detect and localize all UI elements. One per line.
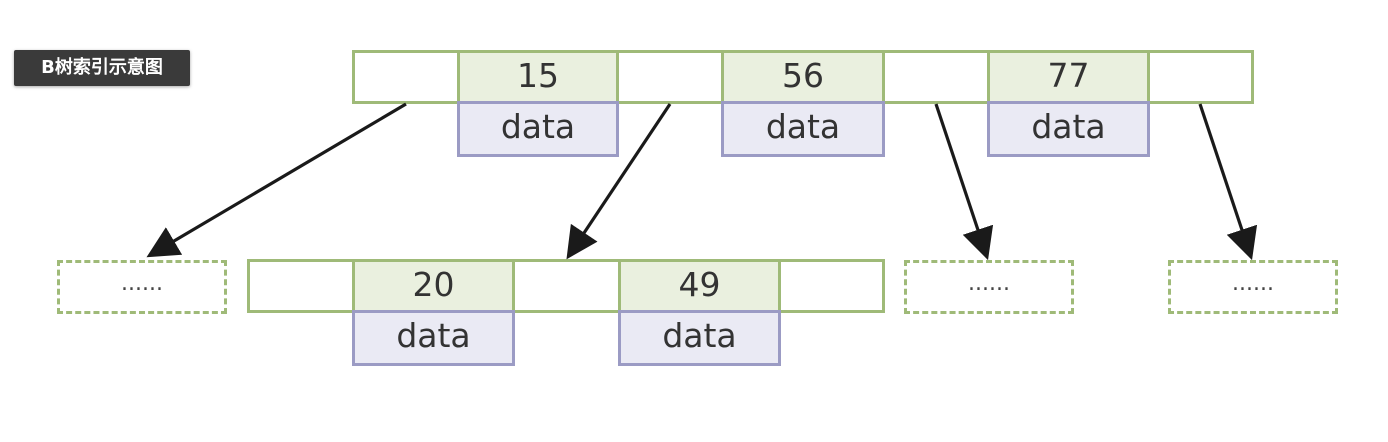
root-pointer-2	[882, 50, 990, 104]
diagram-title-badge: B树索引示意图	[14, 50, 190, 86]
root-data-1: data	[457, 101, 619, 157]
child-data-1: data	[352, 310, 515, 366]
arrow-root-to-child	[566, 103, 672, 260]
child-data-2: data	[618, 310, 781, 366]
arrow-root-to-right-stub	[1198, 103, 1258, 261]
stub-node-left: ......	[57, 260, 227, 314]
root-pointer-0	[352, 50, 460, 104]
child-pointer-2	[778, 259, 885, 313]
arrow-root-to-left-stub	[146, 102, 407, 258]
root-data-2: data	[721, 101, 885, 157]
child-pointer-1	[512, 259, 621, 313]
root-key-3: 77	[987, 50, 1150, 104]
arrow-root-to-middle-stub	[934, 103, 994, 261]
root-pointer-3	[1147, 50, 1254, 104]
stub-node-right: ......	[1168, 260, 1338, 314]
child-key-1: 20	[352, 259, 515, 313]
stub-node-middle: ......	[904, 260, 1074, 314]
child-pointer-0	[247, 259, 355, 313]
root-pointer-1	[616, 50, 724, 104]
child-key-2: 49	[618, 259, 781, 313]
root-data-3: data	[987, 101, 1150, 157]
